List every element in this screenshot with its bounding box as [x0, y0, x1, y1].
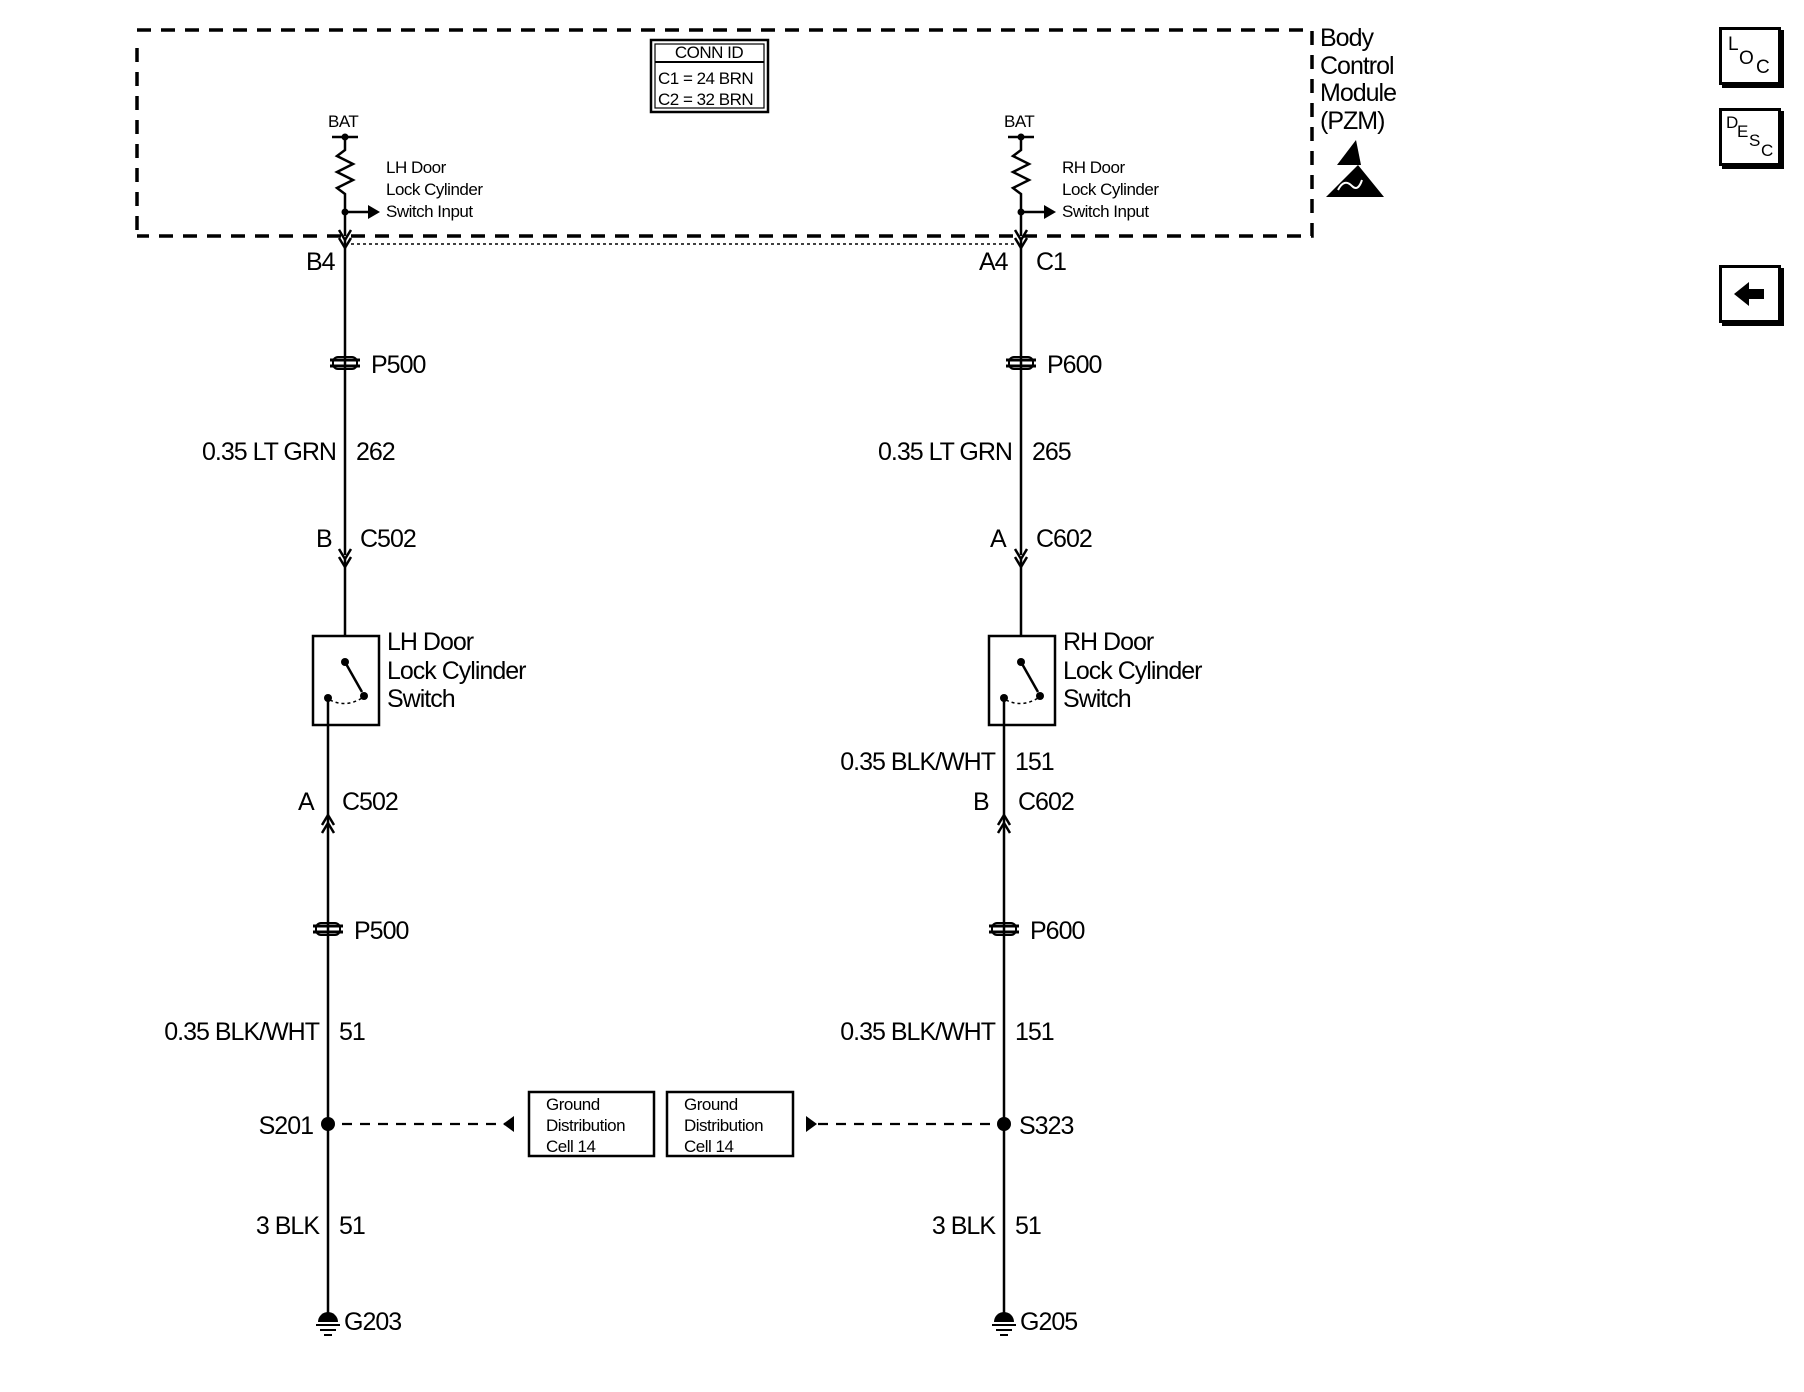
rh-wire3-circuit: 51	[1015, 1212, 1041, 1240]
svg-text:Cell 14: Cell 14	[546, 1137, 595, 1156]
rh-splice-top: P600	[1006, 351, 1102, 379]
ground-distribution-ref-right[interactable]: Ground Distribution Cell 14	[665, 1090, 795, 1158]
rh-pin-a4: A4	[979, 248, 1009, 276]
rh-wire1-circuit: 265	[1032, 438, 1071, 466]
rh-splice-bottom: P600	[989, 917, 1085, 945]
svg-text:Switch: Switch	[387, 685, 455, 713]
svg-text:RH Door: RH Door	[1062, 158, 1125, 177]
svg-text:Lock Cylinder: Lock Cylinder	[386, 180, 483, 199]
svg-text:LH Door: LH Door	[386, 158, 447, 177]
lh-switch-label: LH Door Lock Cylinder Switch	[387, 628, 527, 713]
rh-conn-a: C602	[1036, 525, 1092, 553]
left-arrow-icon	[1734, 282, 1764, 306]
lh-wire2-circuit: 51	[339, 1018, 365, 1046]
rh-switch-label: RH Door Lock Cylinder Switch	[1063, 628, 1203, 713]
loc-l-glyph: L	[1728, 34, 1739, 55]
loc-c-glyph: C	[1756, 57, 1770, 78]
loc-o-glyph: O	[1739, 48, 1754, 69]
rh-wire1-desc: 0.35 LT GRN	[878, 438, 1012, 466]
module-boundary	[135, 28, 1314, 238]
desc-button[interactable]: D E S C	[1719, 108, 1781, 166]
svg-text:Ground: Ground	[546, 1095, 600, 1114]
svg-text:P500: P500	[354, 917, 408, 945]
conn-id-c2: C2 = 32 BRN	[658, 90, 753, 109]
lh-splice-top: P500	[330, 351, 426, 379]
svg-text:P500: P500	[371, 351, 425, 379]
svg-text:LH Door: LH Door	[387, 628, 474, 656]
lh-wire2-desc: 0.35 BLK/WHT	[164, 1018, 319, 1046]
svg-text:Switch: Switch	[1063, 685, 1131, 713]
rh-wire-mid-desc: 0.35 BLK/WHT	[840, 748, 995, 776]
rh-switch-input-label: RH Door Lock Cylinder Switch Input	[1062, 158, 1160, 221]
lh-splice-node-label: S201	[259, 1112, 313, 1140]
lh-wire3-circuit: 51	[339, 1212, 365, 1240]
svg-text:P600: P600	[1030, 917, 1084, 945]
svg-text:Control: Control	[1320, 52, 1394, 80]
rh-splice-node-label: S323	[1019, 1112, 1073, 1140]
lh-conn-b-pin: A	[298, 788, 315, 816]
rh-ground-icon	[992, 1312, 1016, 1336]
rh-pin-c1: C1	[1036, 248, 1066, 276]
svg-text:Distribution: Distribution	[546, 1116, 625, 1135]
svg-text:Module: Module	[1320, 79, 1396, 107]
rh-conn-b-pin: B	[973, 788, 989, 816]
loc-button[interactable]: L O C	[1719, 27, 1781, 85]
lh-wire3-desc: 3 BLK	[256, 1212, 320, 1240]
rh-splice-node	[997, 1117, 1011, 1131]
back-button[interactable]	[1719, 265, 1781, 323]
svg-text:Body: Body	[1320, 24, 1374, 52]
rh-pullup-resistor	[1010, 137, 1032, 212]
svg-text:Lock Cylinder: Lock Cylinder	[1063, 657, 1202, 685]
svg-text:(PZM): (PZM)	[1320, 107, 1384, 135]
lh-conn-a: C502	[360, 525, 416, 553]
rh-circuit: BAT RH Door Lock Cylinder Switch Input A…	[351, 112, 1203, 1336]
svg-text:Ground: Ground	[684, 1095, 738, 1114]
rh-wire2-desc: 0.35 BLK/WHT	[840, 1018, 995, 1046]
rh-bat-label: BAT	[1004, 112, 1034, 131]
rh-conn-a-pin: A	[990, 525, 1007, 553]
lh-wire1-circuit: 262	[356, 438, 395, 466]
svg-text:Distribution: Distribution	[684, 1116, 763, 1135]
rh-wire3-desc: 3 BLK	[932, 1212, 996, 1240]
lh-conn-a-pin: B	[316, 525, 332, 553]
lh-pullup-resistor	[334, 137, 356, 212]
desc-c-glyph: C	[1761, 141, 1774, 160]
svg-text:P600: P600	[1047, 351, 1101, 379]
svg-text:Lock Cylinder: Lock Cylinder	[1062, 180, 1159, 199]
rh-conn-b: C602	[1018, 788, 1074, 816]
rh-wire2-circuit: 151	[1015, 1018, 1054, 1046]
conn-id-header: CONN ID	[675, 43, 744, 62]
lh-door-lock-switch	[311, 634, 381, 727]
svg-text:Switch Input: Switch Input	[1062, 202, 1149, 221]
conn-id-c1: C1 = 24 BRN	[658, 69, 753, 88]
lh-switch-input-label: LH Door Lock Cylinder Switch Input	[386, 158, 484, 221]
ground-distribution-ref-left[interactable]: Ground Distribution Cell 14	[527, 1090, 656, 1158]
lh-conn-b: C502	[342, 788, 398, 816]
lh-pin-b4: B4	[306, 248, 336, 276]
rh-wire-mid-circuit: 151	[1015, 748, 1054, 776]
esd-warning-icon	[1326, 140, 1384, 197]
rh-ground-label: G205	[1020, 1308, 1077, 1336]
lh-circuit: BAT LH Door Lock Cylinder Switch Input B…	[164, 112, 527, 1336]
lh-bat-label: BAT	[328, 112, 358, 131]
desc-d-glyph: D	[1726, 113, 1739, 132]
lh-ground-label: G203	[344, 1308, 401, 1336]
lh-splice-node	[321, 1117, 335, 1131]
svg-text:Switch Input: Switch Input	[386, 202, 473, 221]
conn-id-box: CONN ID C1 = 24 BRN C2 = 32 BRN	[649, 38, 770, 114]
module-title: Body Control Module (PZM)	[1320, 24, 1397, 135]
svg-text:Cell 14: Cell 14	[684, 1137, 733, 1156]
svg-text:Lock Cylinder: Lock Cylinder	[387, 657, 526, 685]
desc-s-glyph: S	[1749, 131, 1761, 150]
desc-e-glyph: E	[1737, 122, 1749, 141]
lh-ground-icon	[316, 1312, 340, 1336]
lh-wire1-desc: 0.35 LT GRN	[202, 438, 336, 466]
rh-door-lock-switch	[987, 634, 1057, 727]
lh-splice-bottom: P500	[313, 917, 409, 945]
svg-text:RH Door: RH Door	[1063, 628, 1154, 656]
